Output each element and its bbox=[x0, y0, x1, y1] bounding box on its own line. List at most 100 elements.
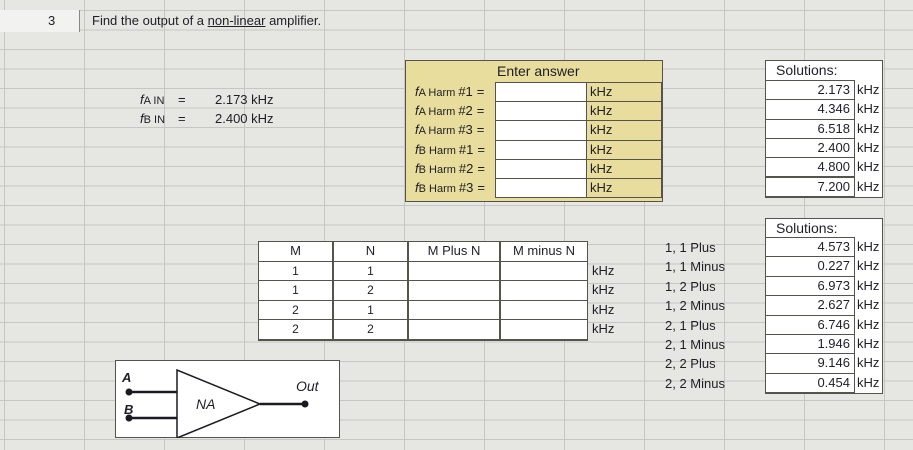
answer-unit: kHz bbox=[590, 122, 613, 138]
problem-number-cell[interactable] bbox=[0, 10, 80, 32]
mn-cell-m: 1 bbox=[258, 280, 333, 301]
answer-row-label: fA Harm#1= bbox=[415, 84, 484, 99]
solution-unit: kHz bbox=[857, 374, 880, 390]
solutions-table-2 bbox=[765, 218, 883, 394]
combo-label: 2, 2 Plus bbox=[665, 356, 716, 372]
mn-unit: kHz bbox=[592, 282, 615, 297]
answer-input[interactable] bbox=[495, 120, 587, 141]
answer-input[interactable] bbox=[495, 82, 587, 103]
mn-unit: kHz bbox=[592, 321, 615, 336]
solutions-2-title: Solutions: bbox=[776, 220, 838, 236]
freq-symbol: f bbox=[415, 103, 419, 119]
mn-cell-m: 1 bbox=[258, 260, 333, 281]
harmonic-number: #2 bbox=[458, 103, 473, 119]
solution-unit: kHz bbox=[857, 178, 880, 194]
combo-label: 1, 1 Minus bbox=[665, 259, 725, 275]
solution-value: 4.346 bbox=[817, 101, 850, 117]
solution-unit: kHz bbox=[857, 336, 880, 351]
solution-value: 2.627 bbox=[817, 297, 850, 313]
mn-unit: kHz bbox=[592, 301, 615, 317]
harmonic-number: #3 bbox=[458, 122, 473, 138]
minus-answer-input[interactable] bbox=[500, 319, 588, 340]
answer-input[interactable] bbox=[495, 101, 587, 122]
freq-subscript: B Harm bbox=[418, 144, 456, 157]
equals-sign: = bbox=[476, 103, 485, 119]
mn-cell-n: 2 bbox=[333, 280, 408, 301]
solution-value: 9.146 bbox=[817, 355, 850, 371]
answer-unit: kHz bbox=[590, 141, 613, 157]
input-b-value: 2.400 kHz bbox=[215, 111, 274, 126]
amplifier-symbol bbox=[125, 368, 309, 438]
solution-value: 1.946 bbox=[817, 336, 850, 351]
minus-answer-input[interactable] bbox=[500, 280, 588, 301]
freq-symbol: f bbox=[415, 160, 419, 176]
solution-unit: kHz bbox=[857, 277, 880, 293]
solution-unit: kHz bbox=[857, 316, 880, 332]
problem-number: 3 bbox=[48, 13, 56, 28]
solution-value: 4.573 bbox=[817, 239, 850, 254]
mn-header-n: N bbox=[333, 241, 408, 262]
solution-unit: kHz bbox=[857, 239, 880, 254]
amplifier-triangle bbox=[176, 368, 262, 438]
output-label: Out bbox=[296, 378, 319, 394]
plus-answer-input[interactable] bbox=[408, 299, 500, 320]
solution-value: 7.200 bbox=[817, 178, 850, 194]
solution-unit: kHz bbox=[857, 159, 880, 175]
output-dot bbox=[301, 400, 309, 408]
combo-label: 2, 1 Plus bbox=[665, 317, 716, 333]
solution-value: 0.227 bbox=[817, 258, 850, 274]
mn-cell-m: 2 bbox=[258, 299, 333, 320]
solution-value: 0.454 bbox=[817, 374, 850, 390]
answer-unit: kHz bbox=[590, 84, 613, 99]
harmonic-number: #3 bbox=[458, 180, 474, 195]
plus-answer-input[interactable] bbox=[408, 260, 500, 281]
freq-subscript: A Harm bbox=[418, 106, 456, 119]
solution-value: 2.173 bbox=[817, 82, 850, 97]
answer-unit: kHz bbox=[590, 160, 613, 176]
input-b-label: B bbox=[124, 402, 134, 417]
solution-value: 6.518 bbox=[817, 120, 850, 136]
answer-row-label: fB Harm#2= bbox=[415, 161, 485, 176]
mn-header-m: M bbox=[258, 241, 333, 262]
mn-header-minus: M minus N bbox=[500, 241, 588, 262]
minus-answer-input[interactable] bbox=[500, 260, 588, 281]
harmonic-number: #2 bbox=[458, 160, 474, 176]
freq-subscript: B Harm bbox=[418, 163, 456, 176]
input-a-value: 2.173 kHz bbox=[215, 92, 274, 107]
equals-sign: = bbox=[476, 84, 485, 99]
answer-unit: kHz bbox=[590, 180, 613, 195]
solutions-table-1 bbox=[765, 60, 883, 198]
solution-unit: kHz bbox=[857, 355, 880, 371]
equals-sign: = bbox=[476, 122, 485, 138]
solution-value: 6.973 bbox=[817, 277, 850, 293]
answer-row-label: fB Harm#3= bbox=[415, 180, 485, 195]
solution-unit: kHz bbox=[857, 258, 880, 274]
freq-symbol: f bbox=[415, 141, 419, 157]
freq-subscript: A Harm bbox=[418, 125, 456, 138]
freq-symbol: f bbox=[415, 180, 419, 195]
mn-header-plus: M Plus N bbox=[408, 241, 500, 262]
answer-unit-cell bbox=[586, 178, 662, 199]
combo-label: 1, 2 Minus bbox=[665, 298, 725, 314]
answer-row-label: fB Harm#1= bbox=[415, 142, 485, 157]
input-a-label: A bbox=[122, 370, 132, 385]
plus-answer-input[interactable] bbox=[408, 280, 500, 301]
answer-row-label: fA Harm#3= bbox=[415, 122, 484, 137]
minus-answer-input[interactable] bbox=[500, 299, 588, 320]
freq-symbol: f bbox=[415, 84, 419, 99]
solution-unit: kHz bbox=[857, 297, 880, 313]
mn-cell-n: 2 bbox=[333, 319, 408, 340]
answer-input[interactable] bbox=[495, 178, 587, 199]
harmonic-number: #1 bbox=[458, 84, 473, 99]
solution-unit: kHz bbox=[857, 139, 880, 155]
plus-answer-input[interactable] bbox=[408, 319, 500, 340]
equals-sign: = bbox=[477, 180, 485, 195]
solution-value-cell bbox=[765, 372, 855, 394]
answer-input[interactable] bbox=[495, 158, 587, 179]
solution-unit: kHz bbox=[857, 82, 880, 97]
answer-row-label: fA Harm#2= bbox=[415, 103, 484, 118]
answer-input[interactable] bbox=[495, 139, 587, 160]
solution-value: 6.746 bbox=[817, 316, 850, 332]
harmonic-number: #1 bbox=[458, 141, 474, 157]
mn-cell-n: 1 bbox=[333, 299, 408, 320]
